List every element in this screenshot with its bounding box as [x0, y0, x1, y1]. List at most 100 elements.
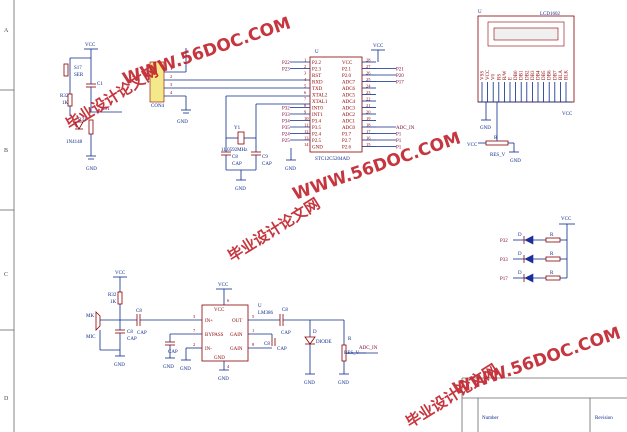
row-label-d: D — [4, 396, 9, 402]
reset-vcc-label: VCC — [85, 43, 96, 48]
lcd-pin-label: BLA — [559, 70, 564, 80]
bypass-gnd-label: GND — [163, 365, 174, 370]
mcu-pin-name: INT0 — [312, 106, 323, 111]
mic-r-ref: R32 — [108, 293, 117, 298]
mcu-pin-name: GND — [312, 145, 323, 150]
mic-c1-value: CAP — [137, 331, 147, 336]
crystal-freq: 11.0592MHz — [221, 148, 248, 153]
mcu-pin-number: 20 — [366, 110, 371, 115]
con4-pin-4: 4 — [170, 90, 173, 95]
lcd-gnd-label: GND — [480, 126, 491, 131]
reset-circuit: VCC S17 SER C1 R32 1K RST 1N4148 R31 GND — [60, 43, 122, 172]
led-net-label: P17 — [500, 277, 508, 282]
mcu-pin-name: P2.4 — [312, 132, 322, 137]
led-resistor — [545, 237, 561, 243]
mcu-pin-name: ADC5 — [342, 93, 356, 98]
lcd-vcc-label: VCC — [562, 112, 573, 117]
mcu-pin-number: 3 — [304, 71, 307, 76]
lm386-pin-gain1: GAIN — [230, 333, 243, 338]
lm386-pin-vcc: VCC — [214, 308, 225, 313]
mcu-pin-name: P2.7 — [342, 139, 352, 144]
mcu-pin-name: XTAL1 — [312, 100, 328, 105]
mcu-pin-number: 23 — [366, 90, 371, 95]
mcu-pin-number: 22 — [366, 97, 371, 102]
lcd-part: LCD1602 — [540, 12, 561, 17]
reset-switch-value: SER — [74, 73, 84, 78]
amp-r-ref: R — [348, 337, 352, 342]
lcd-pin-label: DB1 — [520, 70, 525, 80]
mcu-pin-number: 19 — [366, 116, 371, 121]
mcu-pin-name: RXD — [312, 80, 323, 85]
mcu-pin-number: 7 — [304, 97, 307, 102]
mic-vcc-label: VCC — [115, 271, 126, 276]
mcu-pin-number: 10 — [304, 116, 309, 121]
lm386-pn-4: 4 — [227, 364, 230, 369]
lcd-contrast-pot — [485, 140, 509, 146]
con4-body — [149, 61, 165, 103]
lm386-pn-3: 3 — [193, 314, 196, 319]
watermark-cn-2: 毕业设计论文网 — [225, 194, 324, 265]
row-label-a: A — [4, 28, 9, 34]
mcu-pin-name: ADC1 — [342, 119, 356, 124]
lcd-pin-label: E — [509, 77, 514, 80]
lm386-body — [201, 304, 249, 362]
mcu-net-label: P1 — [396, 132, 402, 137]
con4-connector: 1 2 3 4 CON4 GND — [149, 48, 310, 125]
mcu-pin-name: INT1 — [312, 113, 323, 118]
mcu-net-label: P32 — [282, 106, 290, 111]
mcu-pin-name: ADC2 — [342, 113, 356, 118]
lm386-pin-out: OUT — [232, 319, 242, 324]
reset-diode-label: 1N4148 — [66, 140, 83, 145]
mcu-part: STC12C5204AD — [315, 157, 350, 162]
mcu-pin-number: 24 — [366, 84, 371, 89]
mcu-pin-name: P2.5 — [312, 139, 322, 144]
amp-net-out: ADC_IN — [359, 346, 378, 351]
mcu-net-label: P22 — [282, 61, 290, 66]
amp-r-value: RES_V — [344, 351, 360, 356]
led-net-label: P33 — [500, 258, 508, 263]
led-ref: D — [518, 233, 522, 238]
led-ref: D — [518, 252, 522, 257]
lm386-pn-5: 5 — [252, 314, 255, 319]
mcu-pin-name: RST — [312, 74, 321, 79]
reset-resistor — [67, 93, 73, 107]
amp-diode — [304, 336, 316, 345]
microphone-icon — [95, 311, 101, 331]
mcu-pin-name: P3.4 — [312, 119, 322, 124]
lm386-pin-inn: IN- — [205, 347, 212, 352]
reset-r-ref: R32 — [60, 94, 69, 99]
mic-gnd-label: GND — [114, 363, 125, 368]
led-vcc-label: VCC — [561, 217, 572, 222]
out-cap-value: CAP — [281, 331, 291, 336]
mcu-body — [309, 56, 363, 153]
title-revision-label: Revision — [595, 416, 613, 421]
mcu-pin-number: 18 — [366, 123, 371, 128]
crystal-c2-ref: C9 — [262, 155, 268, 160]
row-label-c: C — [4, 272, 8, 278]
lm386-pn-8: 8 — [252, 342, 255, 347]
mcu-pin-name: XTAL2 — [312, 93, 328, 98]
lm386-pin-bypass: BYPASS — [205, 333, 224, 338]
lm386-ref: U — [258, 304, 262, 309]
gain-cap-ref: C8 — [264, 342, 270, 347]
lm386-pin-gnd: GND — [214, 356, 225, 361]
mcu-pin-number: 27 — [366, 64, 371, 69]
reset-r2-ref: R31 — [78, 118, 87, 123]
led-icon — [524, 254, 534, 264]
mcu-pin-name: P2.6 — [342, 145, 352, 150]
lcd-pot-ref: R — [494, 136, 498, 141]
row-label-b: B — [4, 148, 8, 154]
mcu-pin-name: ADC4 — [342, 100, 356, 105]
reset-r-value: 1K — [62, 101, 69, 106]
mic-c2-value: CAP — [127, 337, 137, 342]
crystal-circuit: Y1 11.0592MHz C8 CAP C9 CAP GND — [221, 95, 310, 192]
mcu-ref: U — [315, 50, 319, 55]
mcu-pin-name: TXD — [312, 87, 323, 92]
mic-c2-ref: C8 — [127, 330, 133, 335]
lcd-pin-label: DB6 — [548, 70, 553, 80]
lcd-pin-label: BLK — [565, 70, 570, 80]
